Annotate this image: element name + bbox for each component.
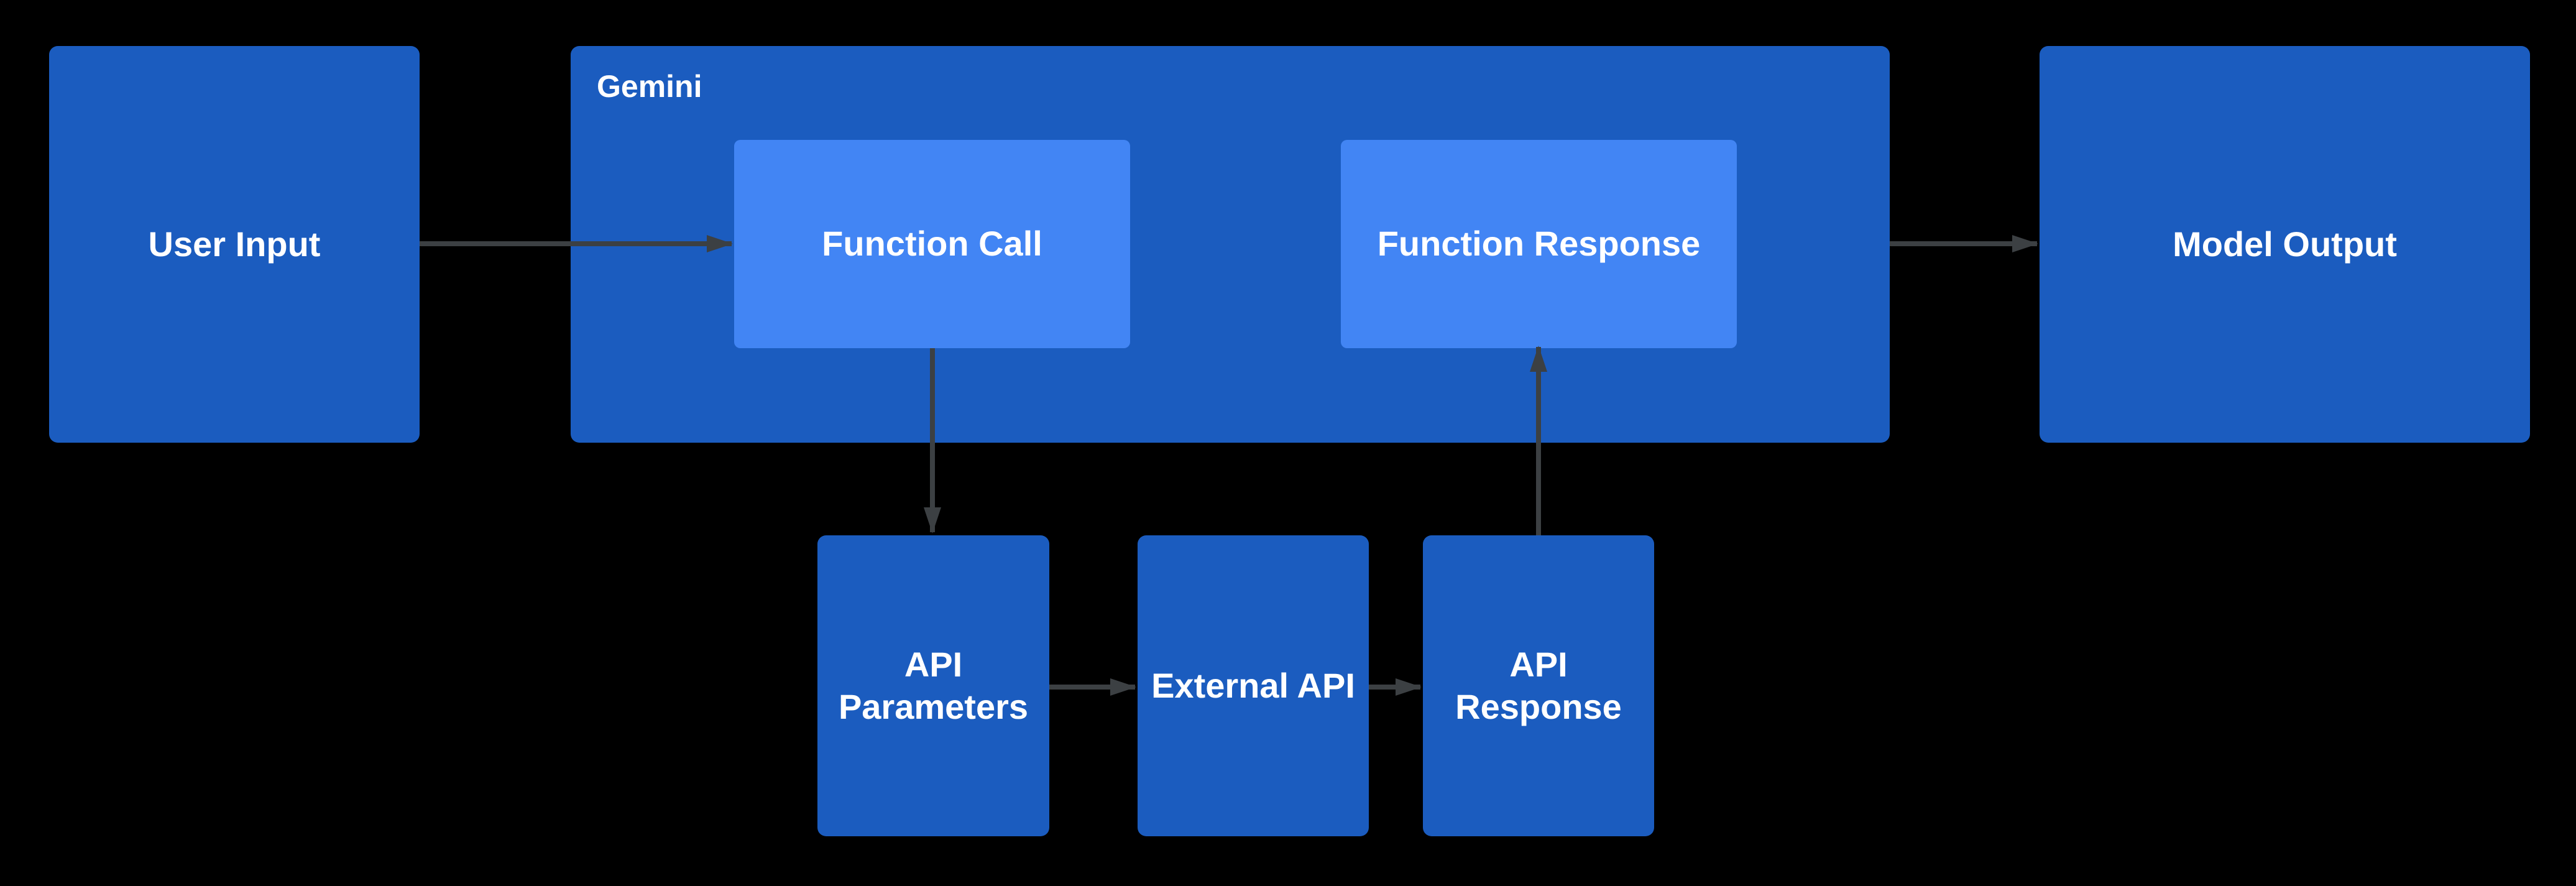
node-function-call: Function Call (734, 140, 1130, 348)
node-api-parameters: API Parameters (817, 535, 1049, 836)
node-function-response-label: Function Response (1377, 224, 1701, 264)
node-function-response: Function Response (1341, 140, 1737, 348)
node-external-api: External API (1138, 535, 1369, 836)
node-api-response-label: API Response (1455, 644, 1622, 726)
node-external-api-label: External API (1151, 665, 1355, 705)
node-function-call-label: Function Call (822, 224, 1042, 264)
node-api-response: API Response (1423, 535, 1654, 836)
node-user-input: User Input (49, 46, 420, 443)
node-model-output-label: Model Output (2173, 224, 2397, 264)
container-gemini-label: Gemini (597, 69, 702, 104)
node-model-output: Model Output (2040, 46, 2530, 443)
node-user-input-label: User Input (148, 224, 321, 264)
node-api-parameters-label: API Parameters (838, 644, 1029, 726)
